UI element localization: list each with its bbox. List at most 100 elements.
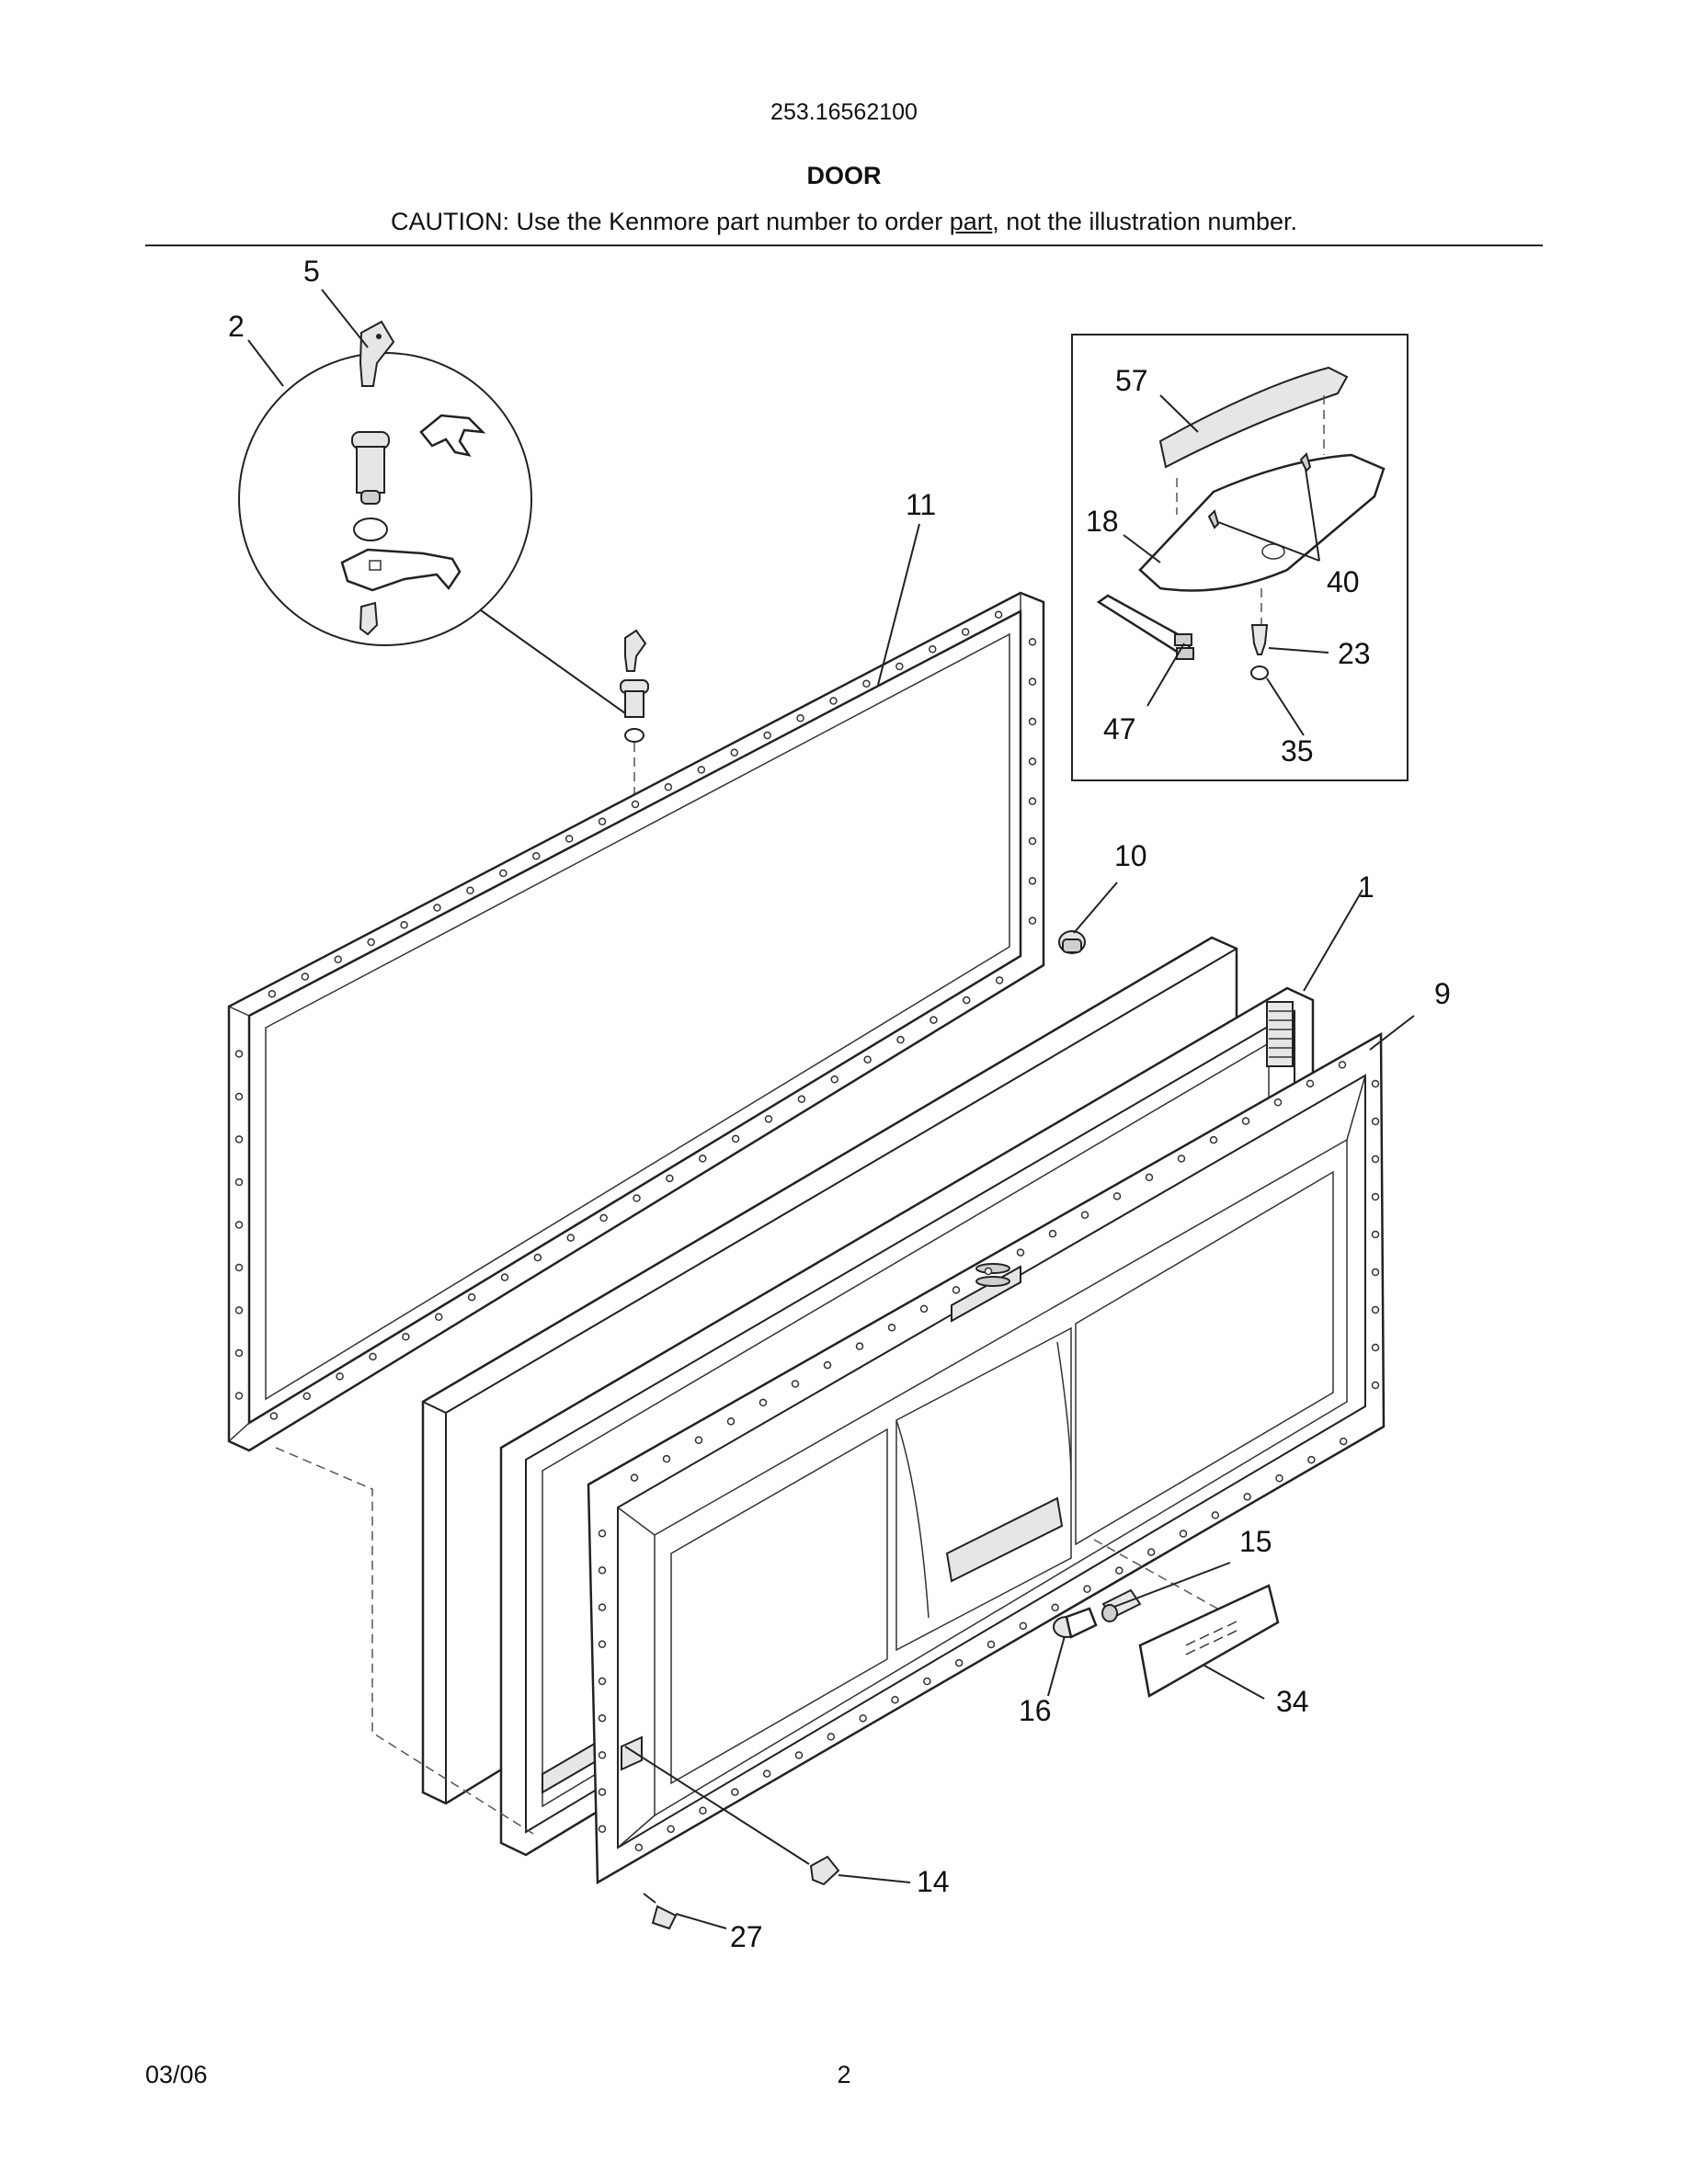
footer-date: 03/06 (145, 2061, 208, 2088)
screw-hole (1028, 717, 1037, 726)
assembly-guide-line (275, 1447, 534, 1835)
screw-hole (896, 1035, 905, 1044)
screw-hole (984, 1267, 993, 1276)
screw-hole (1028, 836, 1037, 846)
screw-hole (1371, 1117, 1380, 1126)
screw-hole (1339, 1437, 1348, 1446)
screw-hole (919, 1304, 929, 1314)
door-gasket-frame (227, 591, 1045, 1452)
screw-hole (433, 904, 441, 912)
screw-hole (699, 1806, 707, 1814)
screw-hole (763, 731, 771, 740)
screw-hole (565, 835, 574, 843)
header-rule (145, 245, 1543, 246)
screw-hole (1177, 1155, 1186, 1163)
screw-hole (1028, 916, 1037, 925)
callout-10: 10 (1114, 839, 1147, 872)
screw-hole (697, 766, 706, 774)
screw-hole (699, 1155, 707, 1163)
screw-hole (797, 1095, 806, 1104)
screw-hole (599, 1213, 608, 1223)
screw-hole (499, 869, 508, 878)
screw-hole (762, 1769, 771, 1778)
screw-hole (367, 938, 375, 947)
screw-hole (827, 1733, 836, 1741)
screw-hole (1371, 1230, 1380, 1239)
screw-hole (234, 1050, 244, 1058)
screw-hole (630, 1473, 639, 1482)
screw-hole (402, 1333, 410, 1341)
screw-hole (1028, 757, 1037, 766)
handle-inset-box (1071, 334, 1409, 781)
screw-hole (1371, 1155, 1380, 1164)
lamp-cover-34 (1138, 1584, 1280, 1698)
screw-hole (1051, 1603, 1059, 1612)
screw-hole (533, 1253, 542, 1262)
screw-hole (598, 817, 607, 825)
screw-hole (930, 1016, 938, 1024)
model-number: 253.16562100 (770, 99, 918, 125)
screw-hole (598, 1825, 607, 1834)
callout-1: 1 (1358, 870, 1374, 904)
screw-hole (823, 1360, 832, 1370)
screw-hole (1112, 1192, 1122, 1200)
callout-9: 9 (1434, 977, 1451, 1010)
screw-hole (758, 1398, 768, 1407)
screw-hole (1028, 677, 1037, 686)
callout-11: 11 (906, 488, 936, 521)
section-title: DOOR (806, 162, 882, 189)
screw-hole (1371, 1268, 1380, 1277)
screw-hole (302, 1392, 311, 1401)
screw-hole (1371, 1343, 1380, 1352)
screw-hole (1211, 1511, 1220, 1519)
screw-hole (796, 714, 804, 722)
screw-hole (1273, 1098, 1283, 1107)
screw-hole (1338, 1061, 1347, 1069)
screw-hole (730, 748, 738, 756)
screw-hole (1115, 1566, 1123, 1575)
screw-hole (598, 1713, 607, 1723)
screw-hole (1209, 1135, 1218, 1144)
screw-hole (598, 1640, 607, 1649)
screw-hole (1306, 1079, 1315, 1088)
screw-hole (987, 1640, 996, 1649)
screw-hole (1179, 1530, 1188, 1538)
screw-hole (923, 1677, 931, 1686)
screw-hole (666, 1174, 674, 1183)
screw-hole (1019, 1621, 1028, 1631)
screw-hole (794, 1751, 804, 1759)
screw-hole (598, 1751, 607, 1759)
screw-hole (963, 995, 971, 1005)
screw-hole (633, 1194, 641, 1202)
screw-hole (1371, 1079, 1380, 1088)
screw-hole (891, 1696, 899, 1704)
screw-hole (863, 1055, 872, 1064)
callout-35: 35 (1281, 734, 1314, 768)
screw-hole (664, 783, 673, 791)
callout-27: 27 (730, 1920, 763, 1953)
screw-hole (598, 1566, 607, 1575)
caution-note: CAUTION: Use the Kenmore part number to … (0, 208, 1688, 236)
screw-hole (731, 1788, 739, 1796)
callout-23: 23 (1338, 637, 1371, 670)
screw-hole (791, 1380, 800, 1388)
screw-hole (500, 1273, 509, 1281)
screw-hole (994, 610, 1003, 619)
screw-hole (952, 1286, 961, 1294)
screw-hole (634, 1843, 644, 1852)
screw-27 (643, 1893, 678, 1930)
lock-detail-circle (238, 320, 626, 714)
callout-5: 5 (303, 255, 320, 288)
screw-hole (1243, 1493, 1251, 1501)
callout-2: 2 (228, 310, 245, 343)
callout-16: 16 (1019, 1694, 1052, 1727)
screw-hole (598, 1603, 607, 1611)
screw-hole (855, 1342, 864, 1350)
liner-screw-holes (598, 1061, 1380, 1852)
screw-hole (731, 1134, 740, 1143)
screw-hole (1241, 1117, 1250, 1125)
screw-hole (1048, 1229, 1057, 1238)
screw-hole (301, 973, 310, 981)
screw-hole (269, 1412, 279, 1420)
